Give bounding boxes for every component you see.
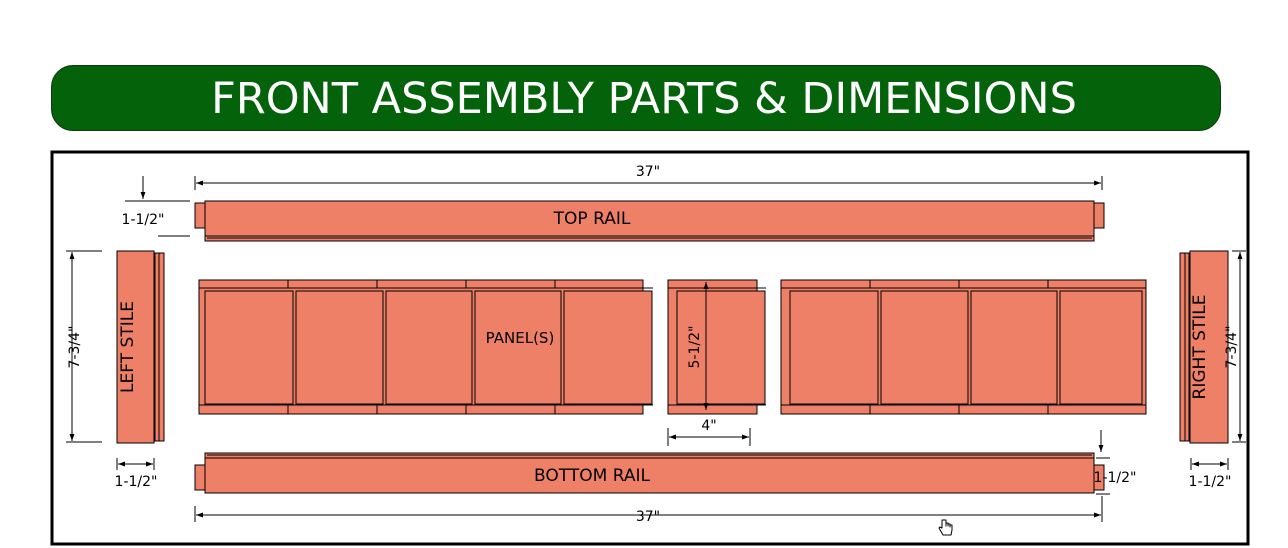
right-stile-width-dimension: 1-1/2"	[1189, 458, 1232, 490]
top-rail-label: TOP RAIL	[553, 209, 631, 229]
bottom-rail: BOTTOM RAIL	[194, 452, 1105, 494]
panel-group-right	[780, 279, 1147, 415]
bottom-rail-length-label: 37"	[636, 509, 660, 525]
right-stile: RIGHT STILE	[1179, 250, 1229, 444]
panel-width-dimension: 4"	[667, 418, 751, 446]
page-title: FRONT ASSEMBLY PARTS & DIMENSIONS	[211, 74, 1077, 124]
panel-width-label: 4"	[701, 418, 716, 434]
panel-height-dimension: 5-1/2"	[687, 282, 709, 410]
left-stile-label: LEFT STILE	[118, 301, 138, 393]
bottom-rail-length-dimension: 37"	[194, 496, 1103, 525]
right-stile-label: RIGHT STILE	[1190, 295, 1210, 400]
panel-single	[667, 279, 766, 415]
panel-height-label: 5-1/2"	[687, 326, 703, 369]
right-stile-height-label: 7-3/4"	[1224, 326, 1240, 369]
title-banner	[51, 65, 1221, 131]
panel-group-left: PANEL(S)	[198, 279, 653, 415]
hand-pointer-icon	[938, 519, 953, 536]
left-stile-width-dimension: 1-1/2"	[115, 458, 158, 490]
right-stile-height-dimension: 7-3/4"	[1224, 250, 1246, 443]
top-rail-length-dimension: 37"	[194, 164, 1103, 190]
top-rail-length-label: 37"	[636, 164, 660, 180]
bottom-rail-height-dimension: 1-1/2"	[1094, 430, 1137, 495]
left-stile-height-dimension: 7-3/4"	[66, 250, 102, 443]
panels-label: PANEL(S)	[486, 329, 555, 347]
bottom-rail-height-label: 1-1/2"	[1094, 470, 1137, 486]
top-rail-height-dimension: 1-1/2"	[122, 176, 190, 237]
left-stile-width-label: 1-1/2"	[115, 474, 158, 490]
left-stile: LEFT STILE	[116, 250, 165, 444]
left-stile-height-label: 7-3/4"	[67, 326, 83, 369]
bottom-rail-label: BOTTOM RAIL	[534, 466, 650, 486]
right-stile-width-label: 1-1/2"	[1189, 474, 1232, 490]
top-rail: TOP RAIL	[194, 200, 1105, 242]
top-rail-height-label: 1-1/2"	[122, 212, 165, 228]
